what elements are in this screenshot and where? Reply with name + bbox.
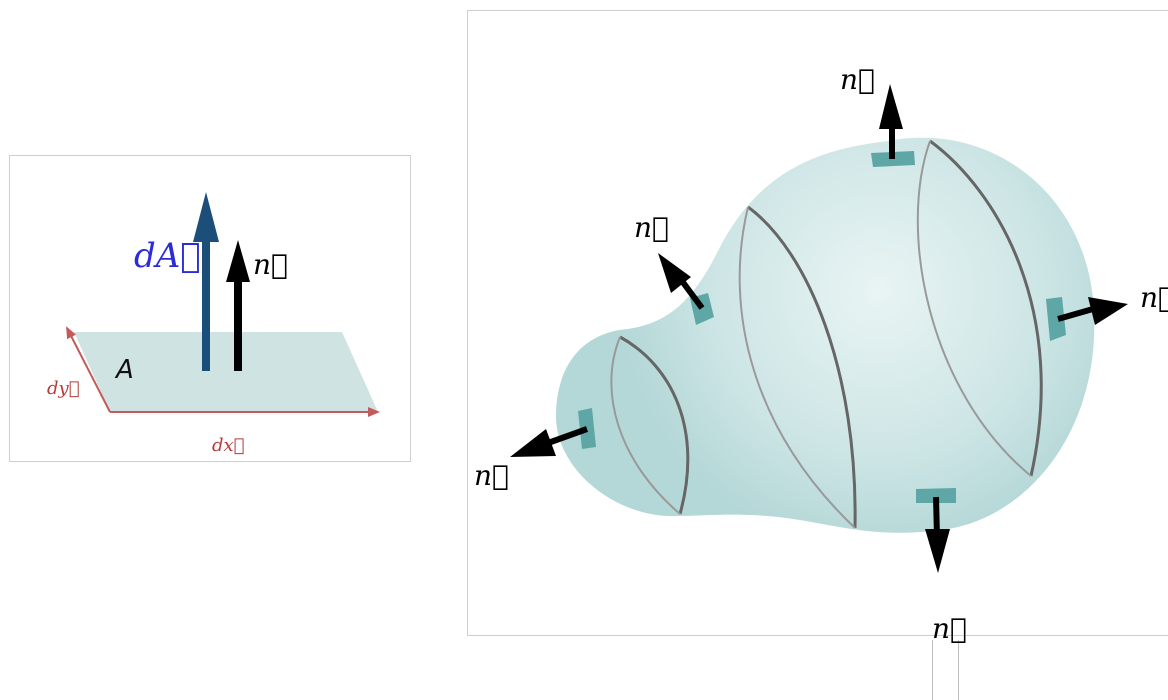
normal-arrow-left <box>510 426 589 457</box>
normal-arrow-upper-left <box>658 253 705 310</box>
normal-label-upper-left: n⃗ <box>634 211 669 244</box>
surface-curves <box>610 139 1043 529</box>
normal-label-top: n⃗ <box>840 63 875 96</box>
normal-arrow <box>226 240 250 371</box>
area-element-svg: dA⃗ n⃗ A dx⃗ dy⃗ <box>47 192 380 456</box>
closed-surface <box>556 137 1095 533</box>
normal-arrow-top <box>879 84 903 159</box>
bottom-normal-label-box <box>932 640 959 700</box>
normal-label: n⃗ <box>253 248 288 281</box>
normal-arrows <box>510 84 1128 573</box>
closed-surface-diagram: n⃗ n⃗ n⃗ n⃗ <box>467 10 1168 636</box>
dx-label: dx⃗ <box>212 435 244 456</box>
dA-label: dA⃗ <box>134 236 201 276</box>
closed-surface-svg: n⃗ n⃗ n⃗ n⃗ <box>474 63 1168 573</box>
normal-arrow-right <box>1057 297 1128 325</box>
normal-arrow-bottom <box>925 496 950 573</box>
area-element-diagram: dA⃗ n⃗ A dx⃗ dy⃗ <box>9 155 411 462</box>
dy-vector <box>66 326 111 413</box>
area-plane <box>74 332 378 412</box>
normal-label-right: n⃗ <box>1140 281 1168 314</box>
dy-label: dy⃗ <box>47 378 80 399</box>
dA-arrow <box>193 192 219 371</box>
normal-label-left: n⃗ <box>474 459 509 492</box>
area-label: A <box>114 355 134 385</box>
